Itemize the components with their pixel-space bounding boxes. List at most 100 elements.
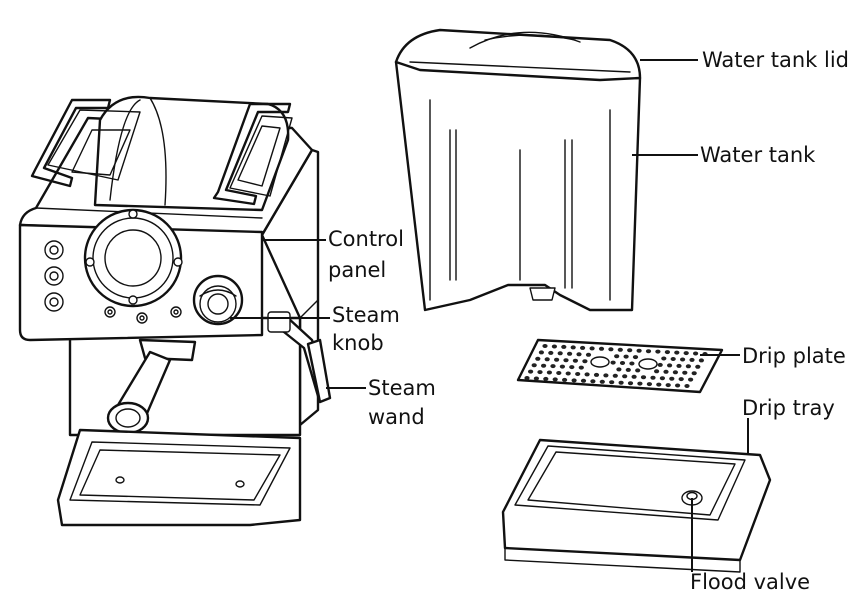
label-steam-wand-line1: Steam	[368, 376, 436, 400]
portafilter	[106, 338, 197, 435]
drip-plate-hole	[655, 349, 661, 354]
drip-plate-hole	[612, 373, 618, 378]
left-cup-rail	[30, 98, 141, 188]
drip-plate-hole	[618, 380, 624, 385]
drip-plate-hole	[654, 369, 660, 374]
drip-plate-hole	[623, 354, 629, 359]
drip-plate-hole	[650, 375, 656, 380]
machine-drip-base	[56, 428, 302, 527]
drip-plate-hole	[657, 362, 663, 367]
drip-plate-hole	[571, 378, 577, 383]
drip-plate-hole	[528, 369, 534, 374]
drip-plate-hole	[585, 352, 592, 357]
label-steam-knob-line2: knob	[332, 331, 384, 355]
drip-plate-hole	[670, 357, 676, 361]
group-head	[83, 208, 183, 308]
label-drip-plate: Drip plate	[742, 344, 846, 368]
drip-plate-hole	[614, 354, 620, 359]
drip-plate-hole	[608, 347, 614, 352]
water-tank-lid	[394, 28, 642, 82]
drip-plate-hole	[538, 350, 545, 355]
drip-plate-hole	[617, 347, 623, 352]
drip-plate-hole	[675, 383, 681, 388]
drip-plate-hole	[533, 376, 540, 381]
drip-plate-hole	[627, 348, 633, 353]
drip-plate-hole	[674, 350, 680, 355]
drip-plate-hole	[664, 350, 671, 355]
drip-plate-hole	[676, 363, 682, 368]
panel-buttons	[44, 240, 64, 312]
drip-plate-hole	[640, 375, 647, 380]
drip-plate-hole	[672, 370, 679, 375]
drip-plate-hole	[680, 357, 686, 362]
drip-plate-hole	[548, 350, 554, 355]
drip-plate-hole	[625, 367, 631, 372]
label-flood-valve: Flood valve	[690, 570, 811, 594]
drip-plate-hole	[556, 371, 562, 375]
drip-plate-hole	[569, 365, 575, 370]
drip-plate-hole	[637, 381, 643, 386]
drip-plate	[516, 338, 724, 394]
drip-plate-hole	[629, 361, 635, 366]
drip-plate-hole	[609, 380, 615, 385]
drip-plate-hole	[554, 357, 560, 362]
drip-plate-hole	[684, 384, 690, 388]
drip-plate-hole	[599, 379, 605, 384]
drip-plate-hole	[541, 363, 547, 368]
drip-plate-hole	[682, 370, 688, 375]
drip-plate-hole	[524, 376, 530, 380]
drip-plate-hole	[695, 364, 701, 369]
label-steam-wand-line2: wand	[368, 405, 425, 429]
drip-plate-hole	[593, 372, 600, 377]
drip-plate-hole	[557, 351, 563, 356]
drip-plate-hole	[589, 346, 595, 351]
drip-tray	[501, 438, 772, 573]
drip-plate-hole	[610, 360, 616, 365]
drip-plate-hole	[580, 345, 586, 350]
espresso-machine	[18, 95, 332, 527]
label-drip-tray: Drip tray	[742, 396, 835, 420]
drip-plate-hole	[550, 364, 556, 369]
drip-plate-hole	[665, 383, 671, 388]
indicator-lights	[104, 306, 182, 324]
drip-plate-hole	[561, 344, 567, 349]
drip-plate-hole	[627, 381, 634, 386]
label-steam-knob-line1: Steam	[332, 303, 400, 327]
drip-plate-hole	[580, 378, 587, 383]
drip-plate-hole	[544, 357, 550, 362]
drip-plate-hole	[590, 379, 596, 384]
label-water-tank-lid: Water tank lid	[702, 48, 849, 72]
drip-plate-hole	[546, 370, 553, 375]
drip-plate-large-hole	[638, 358, 658, 370]
drip-plate-hole	[632, 355, 639, 360]
drip-plate-hole	[619, 361, 626, 365]
drip-plate-hole	[531, 363, 537, 368]
drip-plate-hole	[667, 363, 673, 368]
drip-plate-hole	[622, 374, 628, 379]
drip-plate-hole	[683, 351, 689, 356]
drip-plate-hole	[570, 345, 576, 350]
drip-plate-hole	[563, 358, 569, 363]
drip-plate-hole	[603, 373, 609, 378]
drip-plate-hole	[598, 346, 605, 351]
water-tank	[394, 60, 642, 312]
drip-plate-hole	[646, 382, 653, 387]
drip-plate-hole	[565, 371, 571, 376]
drip-plate-hole	[572, 358, 579, 363]
drip-plate-hole	[542, 344, 548, 348]
drip-plate-hole	[691, 371, 697, 376]
drip-plate-hole	[543, 376, 549, 381]
drip-plate-hole	[551, 344, 558, 349]
drip-plate-hole	[688, 377, 694, 382]
label-water-tank: Water tank	[700, 143, 816, 167]
drip-plate-hole	[631, 374, 637, 379]
drip-plate-hole	[552, 377, 558, 382]
label-control-panel-line1: Control	[328, 227, 404, 251]
drip-plate-hole	[535, 356, 541, 361]
drip-plate-hole	[635, 368, 641, 373]
drip-plate-hole	[661, 356, 667, 361]
drip-plate-hole	[582, 359, 588, 364]
drip-plate-hole	[669, 376, 675, 381]
drip-plate-hole	[559, 364, 566, 369]
